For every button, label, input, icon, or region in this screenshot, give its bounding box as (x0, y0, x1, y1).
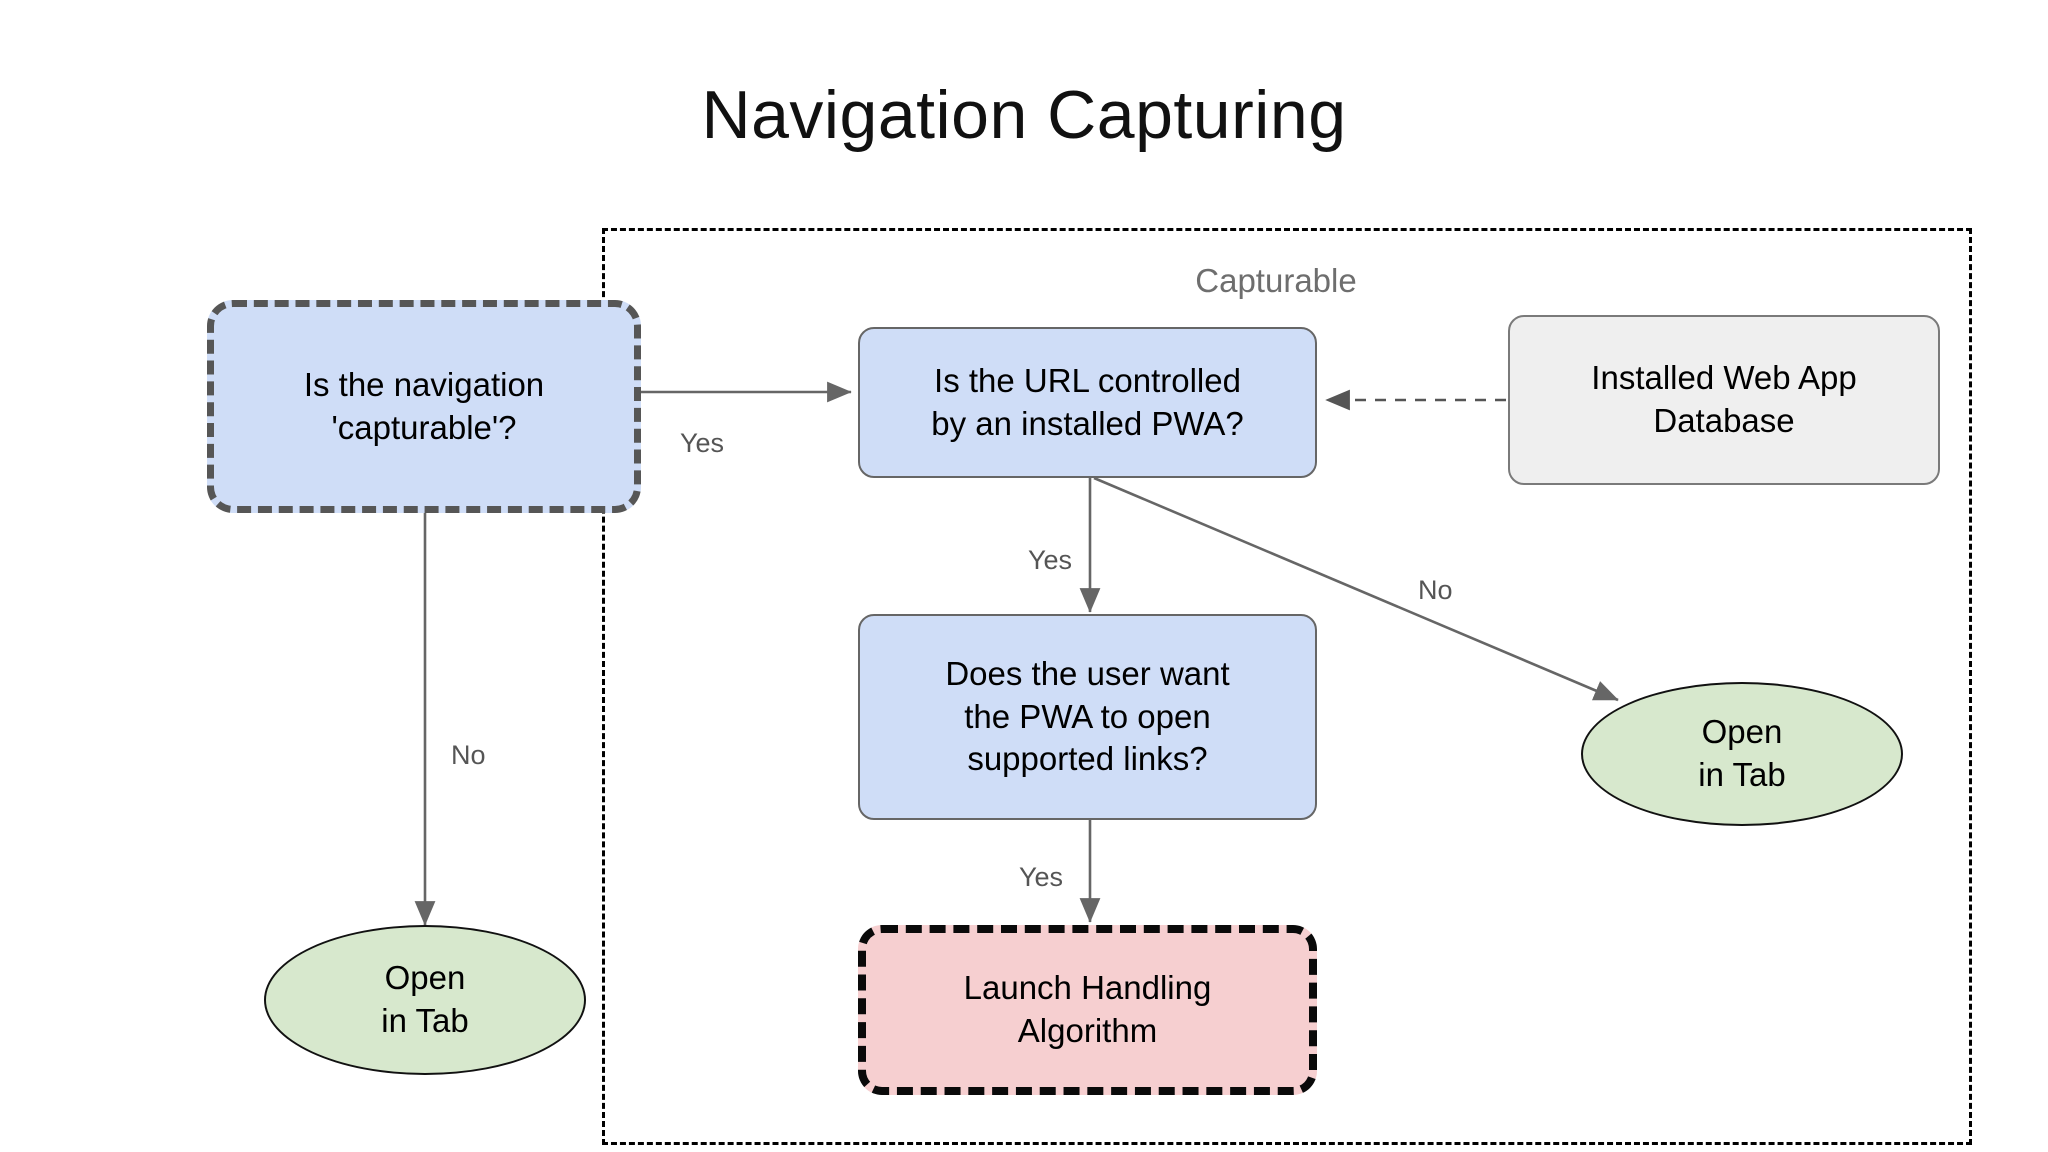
capturable-group-label: Capturable (1195, 262, 1357, 299)
edge-label-capturable-yes: Yes (680, 428, 725, 458)
edge-label-url-controlled-yes: Yes (1028, 545, 1073, 575)
capturable-group-container (602, 228, 1972, 1145)
node-launch-handling-algorithm[interactable]: Launch Handling Algorithm (858, 925, 1317, 1095)
node-is-url-controlled-by-pwa[interactable]: Is the URL controlled by an installed PW… (858, 327, 1317, 478)
node-open-in-tab-right[interactable]: Open in Tab (1581, 682, 1903, 826)
node-open-in-tab-left[interactable]: Open in Tab (264, 925, 586, 1075)
edge-label-capturable-no: No (451, 740, 486, 770)
node-installed-web-app-database[interactable]: Installed Web App Database (1508, 315, 1940, 485)
page-title: Navigation Capturing (701, 77, 1347, 153)
edge-label-url-controlled-no: No (1418, 575, 1453, 605)
node-is-navigation-capturable[interactable]: Is the navigation 'capturable'? (207, 300, 641, 513)
node-does-user-want-pwa-open-links[interactable]: Does the user want the PWA to open suppo… (858, 614, 1317, 820)
edge-label-user-want-yes: Yes (1019, 862, 1064, 892)
